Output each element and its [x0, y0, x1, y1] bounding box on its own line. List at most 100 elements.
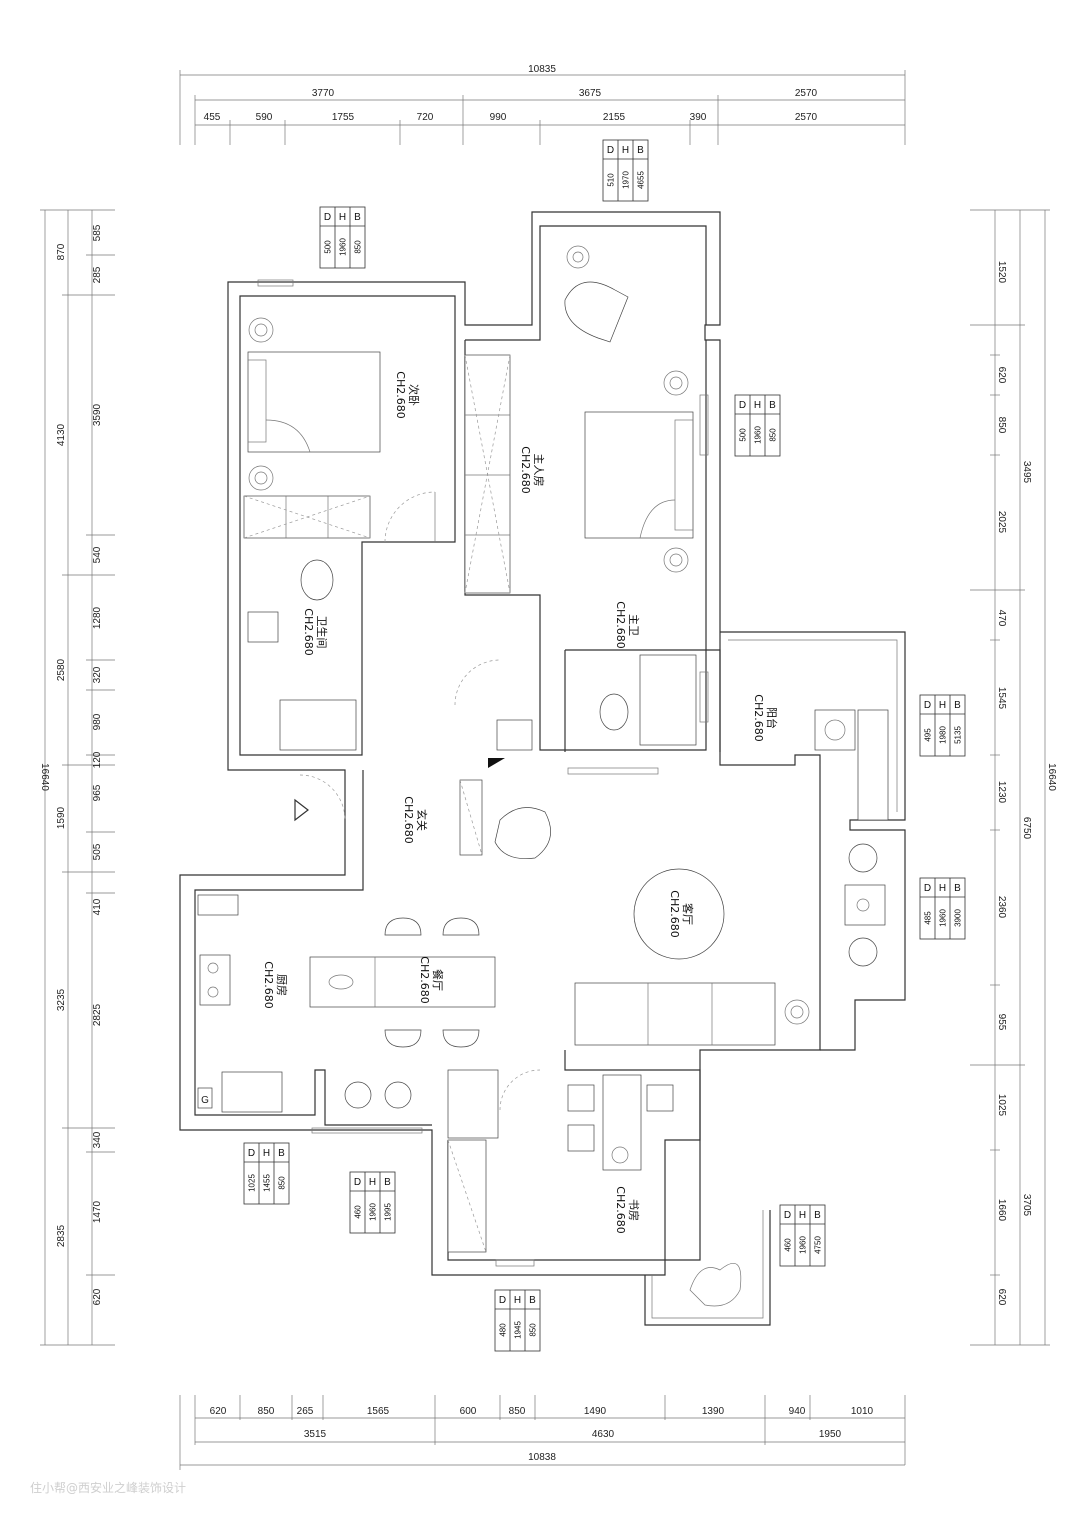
opening-spec-value: 4750 [814, 1236, 823, 1254]
opening-spec-key: D [924, 700, 931, 711]
room-ch-kitchen: CH2.680 [262, 961, 275, 1008]
dim-bottom-detail: 1490 [584, 1406, 607, 1417]
opening-spec-value: 850 [769, 428, 778, 442]
door-swings [299, 491, 541, 1111]
dim-left-detail: 410 [92, 898, 103, 915]
dim-top-detail: 720 [417, 112, 434, 123]
dim-right-detail: 2360 [996, 896, 1007, 919]
room-name-entrance: 玄关 [415, 809, 429, 831]
dim-right-detail: 1025 [996, 1094, 1007, 1117]
room-ch-master-bathroom: CH2.680 [614, 601, 627, 648]
bottom-dimension-labels: 620 850 265 1565 600 850 1490 1390 940 1… [210, 1406, 874, 1463]
opening-spec-key: B [384, 1177, 391, 1188]
opening-spec-value: 1455 [263, 1174, 272, 1192]
opening-spec-value: 1995 [384, 1203, 393, 1221]
opening-spec-value: 1025 [248, 1174, 257, 1192]
room-ch-bathroom: CH2.680 [302, 608, 315, 655]
opening-spec-value: 1945 [514, 1321, 523, 1339]
opening-spec-key: B [954, 700, 961, 711]
dim-top-total: 10835 [528, 64, 556, 75]
opening-spec-key: D [248, 1148, 255, 1159]
room-ch-entrance: CH2.680 [402, 796, 415, 843]
room-name-master-bathroom: 主卫 [627, 614, 640, 636]
dim-left-detail: 540 [92, 546, 103, 563]
dim-left-detail: 320 [92, 666, 103, 683]
opening-spec-key: H [754, 400, 761, 411]
opening-spec-value: 3900 [954, 909, 963, 927]
opening-spec-value: 1970 [622, 171, 631, 189]
opening-spec-value: 460 [784, 1238, 793, 1252]
dim-bottom-detail: 1565 [367, 1406, 390, 1417]
opening-spec-key: H [939, 700, 946, 711]
dim-right-detail: 1660 [996, 1199, 1007, 1222]
dim-right-detail: 1520 [996, 261, 1007, 284]
opening-spec-value: 500 [739, 428, 748, 442]
opening-spec-key: D [499, 1295, 506, 1306]
kitchen-counter: G [197, 894, 283, 1113]
top-dimension-labels: 10835 3770 3675 2570 455 590 1755 720 99… [204, 64, 818, 123]
opening-spec-value: 510 [607, 173, 616, 187]
master-wardrobe [464, 354, 511, 594]
master-armchair [564, 245, 629, 343]
room-name-living-room: 客厅 [681, 903, 695, 925]
dim-right-detail: 955 [996, 1014, 1007, 1031]
entry-arrow-icon [488, 758, 505, 768]
opening-spec-value: 1960 [369, 1203, 378, 1221]
dim-bottom-detail: 850 [509, 1406, 526, 1417]
room-ch-study: CH2.680 [614, 1186, 627, 1233]
opening-spec-value: 5135 [954, 726, 963, 744]
room-labels: 次卧 CH2.680 主人房 CH2.680 卫生间 CH2.680 主卫 CH… [262, 371, 779, 1233]
room-name-balcony: 阳台 [765, 707, 779, 729]
dim-left-detail: 965 [92, 784, 103, 801]
opening-spec-value: 485 [924, 911, 933, 925]
right-dimensions [970, 209, 1050, 1346]
dim-top-section: 3770 [312, 88, 335, 99]
dim-left-detail: 585 [92, 224, 103, 241]
entry-cabinet [294, 779, 483, 856]
top-dimensions [179, 70, 906, 145]
opening-spec-value: 480 [499, 1323, 508, 1337]
dim-right-section: 3495 [1021, 461, 1032, 484]
dim-top-detail: 990 [490, 112, 507, 123]
dim-bottom-section: 3515 [304, 1429, 327, 1440]
opening-spec-key: H [939, 883, 946, 894]
dim-left-section: 870 [56, 243, 67, 260]
dim-left-detail: 980 [92, 713, 103, 730]
opening-spec-value: 495 [924, 728, 933, 742]
room-name-secondary-bedroom: 次卧 [407, 384, 421, 406]
room-ch-master-bedroom: CH2.680 [519, 446, 532, 493]
dim-left-section: 1590 [56, 806, 67, 829]
dim-right-detail: 1545 [996, 687, 1007, 710]
dim-right-section: 3705 [1021, 1194, 1032, 1217]
balcony-outline [720, 631, 906, 1051]
room-name-dining-room: 餐厅 [431, 969, 445, 991]
opening-spec-key: B [278, 1148, 285, 1159]
secondary-wardrobe [243, 495, 371, 539]
dim-left-detail: 285 [92, 266, 103, 283]
opening-spec-key: H [339, 212, 346, 223]
dim-left-detail: 120 [92, 751, 103, 768]
opening-spec-value: 850 [278, 1176, 287, 1190]
living-furniture [494, 807, 810, 1046]
opening-spec-key: D [739, 400, 746, 411]
dim-right-total: 16640 [1046, 763, 1057, 791]
dim-right-detail: 620 [996, 367, 1007, 384]
dim-right-detail: 850 [996, 417, 1007, 434]
balcony-items [814, 709, 889, 967]
opening-spec-table: D 1025 H 1455 B 850 [243, 1142, 290, 1205]
windows [257, 279, 709, 1267]
dim-left-detail: 3590 [92, 403, 103, 426]
left-dimensions [40, 209, 115, 1346]
dim-bottom-section: 4630 [592, 1429, 615, 1440]
dim-left-detail: 1470 [92, 1200, 103, 1223]
garden-balcony [644, 1210, 771, 1326]
opening-spec-key: H [369, 1177, 376, 1188]
opening-spec-value: 460 [354, 1205, 363, 1219]
opening-spec-key: B [954, 883, 961, 894]
opening-spec-key: H [263, 1148, 270, 1159]
opening-spec-key: H [799, 1210, 806, 1221]
